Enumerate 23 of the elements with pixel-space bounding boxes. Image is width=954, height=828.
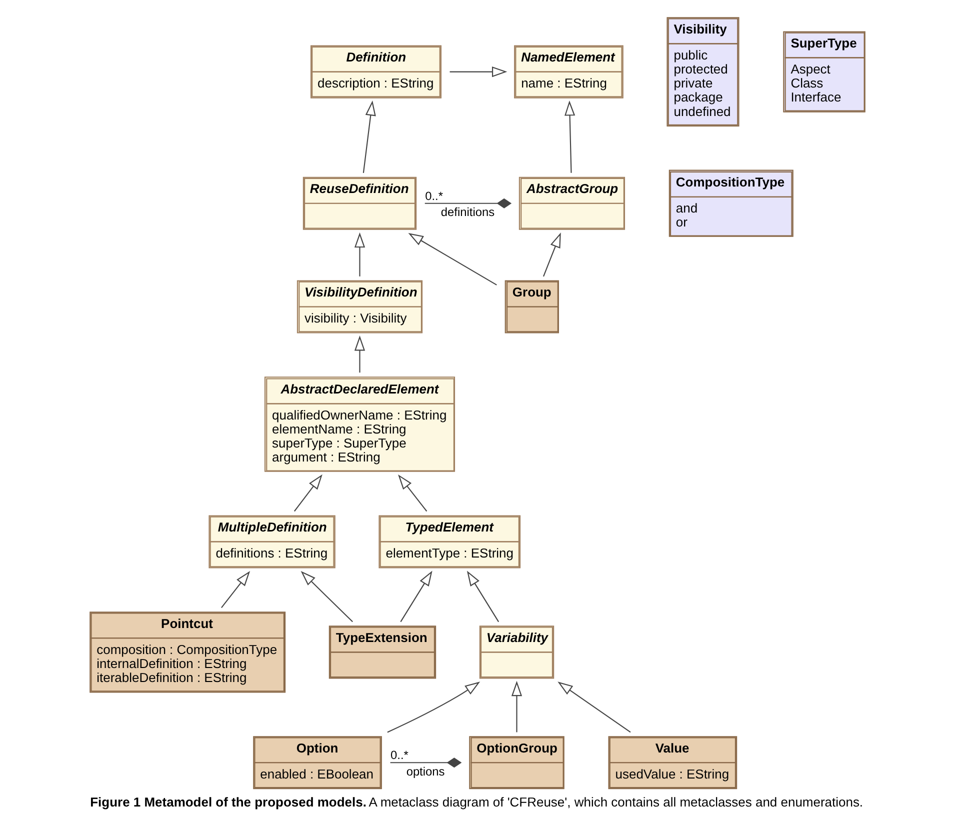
- caption: Figure 1 Metamodel of the proposed models. A metaclass diagram of 'CFReuse', which contains all metaclasses and enumerations.: [90, 794, 863, 810]
- connector: [390, 757, 462, 768]
- arrow: [293, 474, 322, 512]
- arrow: [354, 232, 365, 276]
- arrow: [449, 66, 507, 77]
- arrow: [542, 232, 560, 276]
- arrow: [354, 335, 365, 372]
- arrow: [300, 570, 352, 622]
- arrow: [398, 474, 427, 512]
- arrow: [466, 570, 499, 622]
- edge-label: options: [406, 764, 444, 778]
- arrow: [564, 100, 575, 172]
- arrow: [408, 232, 496, 285]
- arrow: [557, 681, 630, 732]
- arrow: [386, 681, 480, 732]
- arrow: [362, 100, 376, 172]
- arrow: [400, 570, 432, 622]
- arrow: [220, 570, 250, 608]
- edge-label: definitions: [440, 204, 494, 219]
- label: 0..*: [424, 188, 443, 202]
- connector: [424, 198, 512, 208]
- label: 0..*: [390, 748, 408, 762]
- arrow: [510, 680, 522, 732]
